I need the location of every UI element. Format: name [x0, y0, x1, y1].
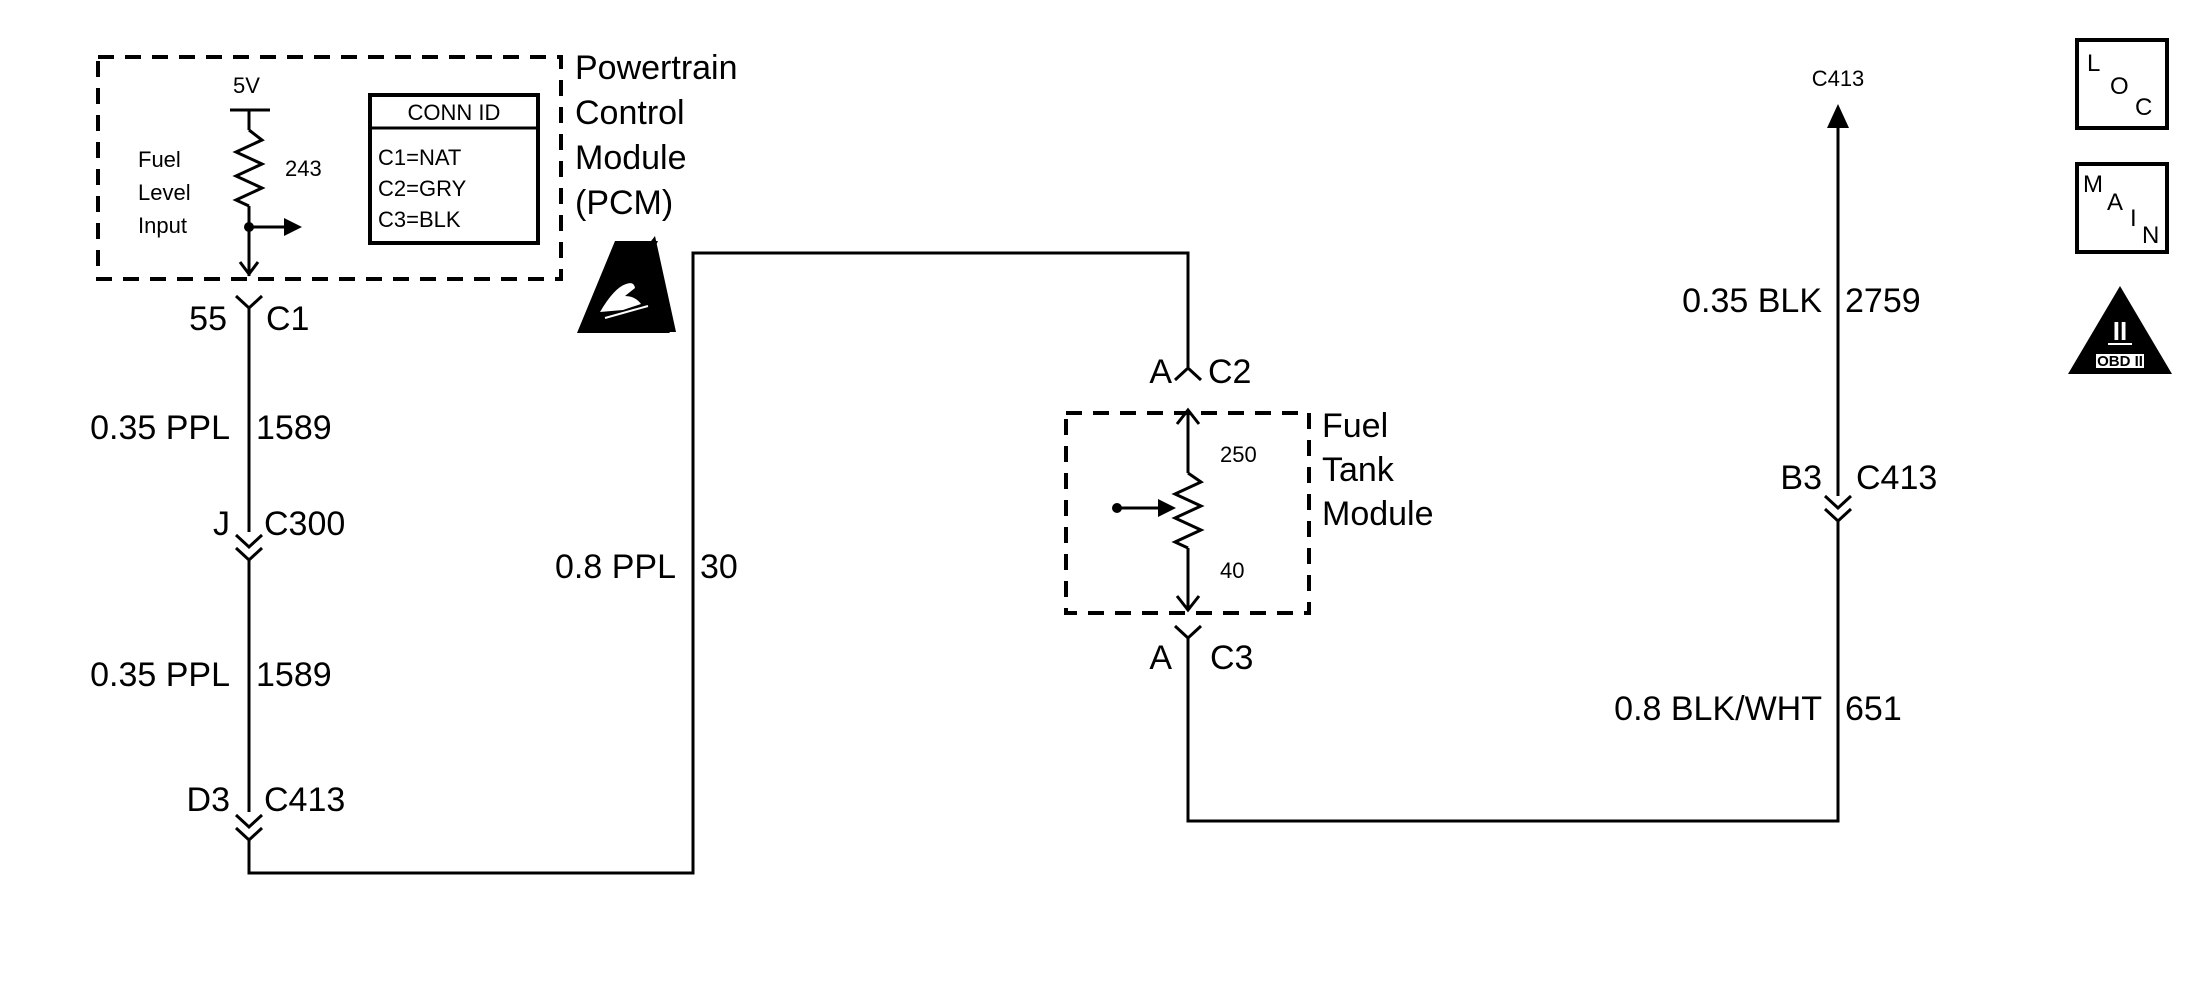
- c413-d3-connector-symbol-2: [234, 826, 264, 843]
- pcm-title-line-1: Powertrain: [575, 49, 738, 87]
- ftm-title-line-2: Tank: [1322, 451, 1395, 489]
- ftm-title-line-1: Fuel: [1322, 407, 1388, 445]
- c413-d3-connector-symbol-1: [234, 813, 264, 830]
- wire-2759-circuit: 2759: [1845, 282, 1921, 320]
- wire-651-path: [1186, 520, 1840, 823]
- main-letter-a: A: [2107, 189, 2123, 216]
- main-icon[interactable]: M A I N: [2075, 162, 2169, 254]
- c413-top-name: C413: [1812, 66, 1865, 91]
- c413-b3-connector-symbol-2: [1823, 507, 1853, 524]
- c413-b3-name: C413: [1856, 459, 1937, 497]
- loc-icon[interactable]: L O C: [2075, 38, 2169, 130]
- pcm-supply-label: 5V: [233, 73, 260, 98]
- main-letter-m: M: [2083, 171, 2103, 198]
- pcm-title-line-4: (PCM): [575, 184, 673, 222]
- fuel-level-input-line-3: Input: [138, 213, 187, 238]
- c1-name: C1: [266, 300, 309, 338]
- c413-up-arrow: [1827, 104, 1849, 128]
- wire-651-circuit: 651: [1845, 690, 1902, 728]
- fuel-level-sensor-resistor: [1171, 471, 1205, 550]
- loc-letter-l: L: [2087, 50, 2100, 77]
- loc-letter-c: C: [2135, 94, 2152, 121]
- wire-2759-gauge: 0.35 BLK: [1682, 282, 1822, 320]
- obd-ii-icon[interactable]: II OBD II: [2068, 286, 2172, 374]
- pcm-dashed-outline: [96, 55, 563, 281]
- esd-warning-icon: [577, 236, 676, 333]
- fuel-tank-module: A C2 Fuel Tank Module 250 40 A C3: [1064, 353, 1434, 677]
- ftm-c3-pin: A: [1149, 639, 1172, 677]
- c413-b3-pin: B3: [1780, 459, 1822, 497]
- ftm-res-low: 40: [1220, 558, 1244, 583]
- wire-30-gauge: 0.8 PPL: [555, 548, 676, 586]
- conn-id-table: [368, 93, 540, 245]
- c300-connector-symbol-2: [234, 546, 264, 563]
- c413-b3-connector-symbol-1: [1823, 494, 1853, 511]
- obd-numeral: II: [2113, 316, 2127, 346]
- fuel-level-input-line-1: Fuel: [138, 147, 181, 172]
- left-circuit: 55 C1 0.35 PPL 1589 J C300 0.35 PPL 1589…: [90, 251, 1190, 875]
- pcm-resistor-value: 243: [285, 156, 322, 181]
- ftm-c3-connector-symbol: [1173, 624, 1203, 641]
- pcm-module: Powertrain Control Module (PCM) 5V 243 F…: [96, 49, 738, 333]
- ftm-c2-connector-symbol: [1173, 365, 1203, 382]
- pcm-resistor-243: [232, 128, 266, 208]
- ftm-c3-name: C3: [1210, 639, 1253, 677]
- wiper-arrow-head: [1158, 499, 1176, 517]
- wire-30-circuit: 30: [700, 548, 738, 586]
- wire-30-path: [247, 251, 1190, 875]
- ftm-c2-pin: A: [1149, 353, 1172, 391]
- ftm-c2-name: C2: [1208, 353, 1251, 391]
- c413-d3-pin: D3: [187, 781, 230, 819]
- fuel-level-input-line-2: Level: [138, 180, 191, 205]
- right-circuit: 0.8 BLK/WHT 651 B3 C413 C413 0.35 BLK 27…: [1186, 66, 1937, 823]
- wire-1589-upper-gauge: 0.35 PPL: [90, 409, 230, 447]
- wire-1589-upper-circuit: 1589: [256, 409, 332, 447]
- main-letter-i: I: [2130, 205, 2137, 232]
- ftm-arrow-down: [1175, 595, 1201, 613]
- legend-icons: L O C M A I N II OBD II: [2068, 38, 2172, 374]
- wire-651-gauge: 0.8 BLK/WHT: [1614, 690, 1822, 728]
- c300-name: C300: [264, 505, 345, 543]
- conn-id-row-1: C1=NAT: [378, 145, 461, 170]
- c1-connector-symbol: [234, 294, 264, 311]
- ftm-res-high: 250: [1220, 442, 1257, 467]
- pcm-arrow-down: [238, 261, 260, 277]
- pcm-title-line-2: Control: [575, 94, 685, 132]
- wire-1589-lower-gauge: 0.35 PPL: [90, 656, 230, 694]
- obd-label: OBD II: [2097, 353, 2143, 370]
- conn-id-row-2: C2=GRY: [378, 176, 467, 201]
- conn-id-header: CONN ID: [408, 100, 501, 125]
- c1-pin: 55: [189, 300, 227, 338]
- wire-1589-lower-circuit: 1589: [256, 656, 332, 694]
- input-arrow-head: [284, 218, 302, 236]
- c300-connector-symbol-1: [234, 533, 264, 550]
- c300-pin: J: [213, 505, 230, 543]
- ftm-title-line-3: Module: [1322, 495, 1434, 533]
- conn-id-row-3: C3=BLK: [378, 207, 461, 232]
- pcm-title-line-3: Module: [575, 139, 687, 177]
- loc-letter-o: O: [2110, 73, 2129, 100]
- c413-d3-name: C413: [264, 781, 345, 819]
- main-letter-n: N: [2142, 222, 2159, 249]
